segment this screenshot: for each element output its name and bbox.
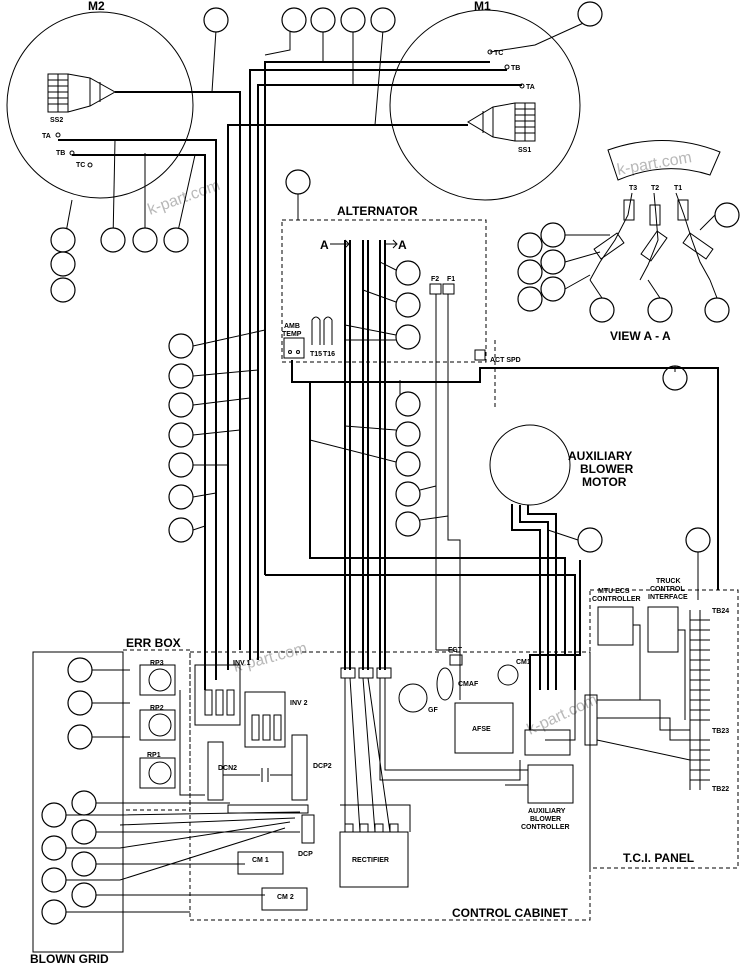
tci-panel: T.C.I. PANEL MTU ECS CONTROLLER TRUCK CO… bbox=[584, 552, 739, 869]
control-cabinet: CONTROL CABINET INV 1 INV 2 DCN2 DCP2 DC… bbox=[119, 647, 591, 921]
ss2-label: SS2 bbox=[50, 117, 63, 124]
watermark: k-part.com bbox=[232, 640, 309, 676]
alternator-label: ALTERNATOR bbox=[337, 204, 418, 218]
rp3-label: RP3 bbox=[150, 660, 164, 667]
left-leaders bbox=[192, 329, 266, 531]
t15-label: T15 bbox=[310, 351, 322, 358]
ta-label-m1: TA bbox=[526, 84, 535, 91]
m1-label: M1 bbox=[474, 0, 491, 13]
err-box-label: ERR BOX bbox=[126, 636, 181, 650]
rp2-label: RP2 bbox=[150, 705, 164, 712]
amb-label-1: AMB bbox=[284, 323, 300, 330]
ta-label-m2: TA bbox=[42, 133, 51, 140]
t1-label: T1 bbox=[674, 185, 682, 192]
truck-label-1: TRUCK bbox=[656, 578, 681, 585]
err-box: ERR BOX RP3 RP2 RP1 bbox=[122, 636, 205, 811]
watermark: k-part.com bbox=[146, 177, 223, 219]
act-spd-label: ACT SPD bbox=[490, 357, 521, 364]
inv1-label: INV 1 bbox=[233, 660, 251, 667]
t2-label: T2 bbox=[651, 185, 659, 192]
watermark: k-part.com bbox=[616, 149, 693, 179]
aux-ctrl-label-2: BLOWER bbox=[530, 816, 561, 823]
tci-panel-label: T.C.I. PANEL bbox=[623, 851, 694, 865]
truck-label-2: CONTROL bbox=[650, 586, 685, 593]
ss1-label: SS1 bbox=[518, 147, 531, 154]
t3-label: T3 bbox=[629, 185, 637, 192]
t16-label: T16 bbox=[323, 351, 335, 358]
blown-grid-label: BLOWN GRID bbox=[30, 952, 109, 964]
dcp-label: DCP bbox=[298, 851, 313, 858]
blown-grid: BLOWN GRID bbox=[30, 651, 130, 964]
tc-label-m1: TC bbox=[494, 50, 503, 57]
callout-bubbles bbox=[41, 1, 740, 925]
aux-motor-label-2: BLOWER bbox=[580, 462, 634, 476]
section-a-left: A bbox=[320, 238, 329, 252]
amb-label-2: TEMP bbox=[282, 331, 302, 338]
right-wiring bbox=[529, 366, 676, 741]
aux-ctrl-label-1: AUXILIARY bbox=[528, 808, 566, 815]
rectifier-label: RECTIFIER bbox=[352, 857, 389, 864]
m2-label: M2 bbox=[88, 0, 105, 13]
tb22-label: TB22 bbox=[712, 786, 729, 793]
tb24-label: TB24 bbox=[712, 608, 729, 615]
rp1-label: RP1 bbox=[147, 752, 161, 759]
cm1-label: CM1 bbox=[516, 659, 531, 666]
tb-label-m2: TB bbox=[56, 150, 65, 157]
motor-m2: M2 SS2 TA TB TC bbox=[6, 0, 194, 199]
inv2-label: INV 2 bbox=[290, 700, 308, 707]
dcp2-label: DCP2 bbox=[313, 763, 332, 770]
f2-label: F2 bbox=[431, 276, 439, 283]
gf-label: GF bbox=[428, 707, 438, 714]
aux-ctrl-label-3: CONTROLLER bbox=[521, 824, 570, 831]
cm1-box-label: CM 1 bbox=[252, 857, 269, 864]
mtu-label-2: CONTROLLER bbox=[592, 596, 641, 603]
top-wiring bbox=[58, 19, 591, 690]
mid-wiring bbox=[265, 520, 576, 700]
watermark: k-part.com bbox=[525, 691, 601, 738]
aux-motor-label-1: AUXILIARY bbox=[568, 449, 632, 463]
cm2-box-label: CM 2 bbox=[277, 894, 294, 901]
section-a-right: A bbox=[398, 238, 407, 252]
motor-m1: M1 SS1 TC TB TA bbox=[389, 0, 581, 201]
dcn2-label: DCN2 bbox=[218, 765, 237, 772]
aux-motor-label-3: MOTOR bbox=[582, 475, 627, 489]
view-a-a: T3 T2 T1 VIEW A - A bbox=[564, 139, 721, 343]
view-aa-label: VIEW A - A bbox=[610, 329, 671, 343]
tc-label-m2: TC bbox=[76, 162, 85, 169]
fgt-label: FGT bbox=[448, 647, 463, 654]
tb-label-m1: TB bbox=[511, 65, 520, 72]
mtu-label-1: MTU ECS bbox=[598, 588, 630, 595]
f1-label: F1 bbox=[447, 276, 455, 283]
truck-label-3: INTERFACE bbox=[648, 594, 688, 601]
control-cabinet-label: CONTROL CABINET bbox=[452, 906, 568, 920]
alternator: ALTERNATOR A A AMB TEMP T15 T16 F2 F1 bbox=[281, 194, 719, 670]
afse-label: AFSE bbox=[472, 726, 491, 733]
tb23-label: TB23 bbox=[712, 728, 729, 735]
aux-blower-motor: AUXILIARY BLOWER MOTOR bbox=[489, 424, 634, 690]
cmaf-label: CMAF bbox=[458, 681, 479, 688]
